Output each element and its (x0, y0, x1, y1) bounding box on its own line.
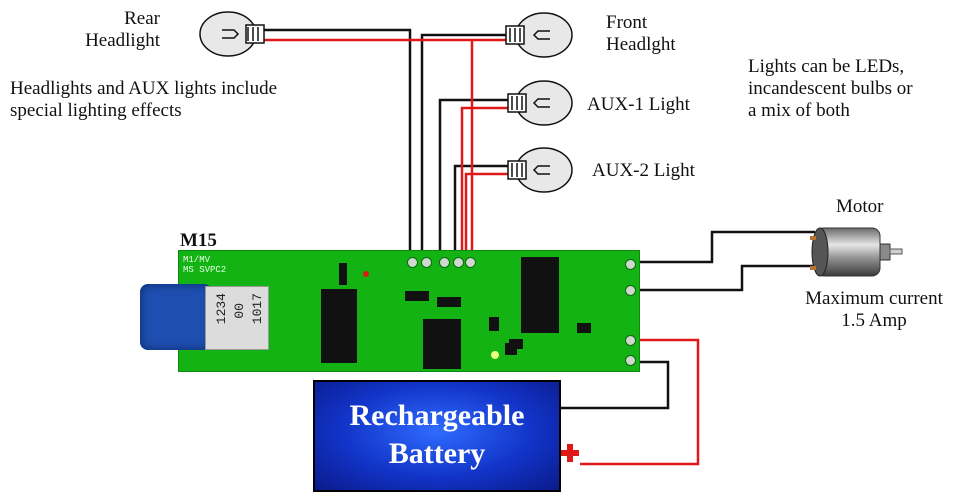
max-current-line2: 1.5 Amp (841, 310, 907, 331)
rear-headlight-label-line2: Headlight (85, 30, 160, 51)
red-led (363, 271, 369, 277)
chip-small-2 (437, 297, 461, 307)
plate-text-1: 1234 (214, 293, 229, 325)
light-pad-4 (453, 257, 464, 268)
battery-label-line2: Battery (388, 437, 486, 470)
chip-small-3 (339, 263, 347, 285)
motor-label: Motor (836, 196, 884, 217)
light-pad-2 (421, 257, 432, 268)
motor-pad-1 (625, 259, 636, 270)
front-headlight-label-line1: Front (606, 12, 648, 33)
chip-small-1 (405, 291, 429, 301)
motor-icon (810, 227, 903, 277)
lights-note: Lights can be LEDs, incandescent bulbs o… (748, 56, 913, 122)
aux1-label: AUX-1 Light (587, 94, 690, 115)
plate-text-2: 00 (232, 303, 247, 319)
battery-pad-1 (625, 335, 636, 346)
chip-small-6 (489, 317, 499, 331)
aux2-bulb-icon (507, 147, 573, 193)
black-wires (262, 28, 815, 410)
front-headlight-bulb-icon (505, 12, 573, 58)
front-headlight-label-line2: Headlght (606, 34, 676, 55)
max-current-label: Maximum current 1.5 Amp (786, 288, 962, 332)
lights-note-line2: incandescent bulbs or (748, 78, 913, 99)
light-pad-5 (465, 257, 476, 268)
red-wires (262, 38, 700, 466)
chip-small-4 (577, 323, 591, 333)
aux2-label: AUX-2 Light (592, 160, 695, 181)
effects-note-line2: special lighting effects (10, 100, 182, 121)
chip-small-7 (509, 339, 523, 349)
rechargeable-battery: Rechargeable Battery (313, 380, 561, 492)
board-label: M15 (180, 230, 217, 251)
light-pad-1 (407, 257, 418, 268)
battery-label-line1: Rechargeable (349, 399, 525, 432)
plate-text-3: 1017 (250, 293, 265, 325)
yellow-led (491, 351, 499, 359)
chip-right (521, 257, 559, 333)
effects-note-line1: Headlights and AUX lights include (10, 78, 278, 99)
light-pad-3 (439, 257, 450, 268)
motor-pad-2 (625, 285, 636, 296)
blue-module (140, 284, 212, 350)
module-label-plate: 1234 00 1017 (205, 286, 269, 350)
effects-note: Headlights and AUX lights include specia… (10, 78, 277, 122)
rear-headlight-label: Rear Headlight (80, 8, 160, 52)
lights-note-line1: Lights can be LEDs, (748, 56, 905, 77)
plus-icon (561, 444, 579, 462)
chip-center (423, 319, 461, 369)
rear-headlight-label-line1: Rear (124, 8, 160, 29)
chip-left (321, 289, 357, 363)
rear-headlight-bulb-icon (199, 11, 265, 57)
battery-pad-2 (625, 355, 636, 366)
max-current-line1: Maximum current (805, 288, 943, 309)
aux1-bulb-icon (507, 80, 573, 126)
lights-note-line3: a mix of both (748, 100, 850, 121)
front-headlight-label: Front Headlght (606, 12, 676, 56)
